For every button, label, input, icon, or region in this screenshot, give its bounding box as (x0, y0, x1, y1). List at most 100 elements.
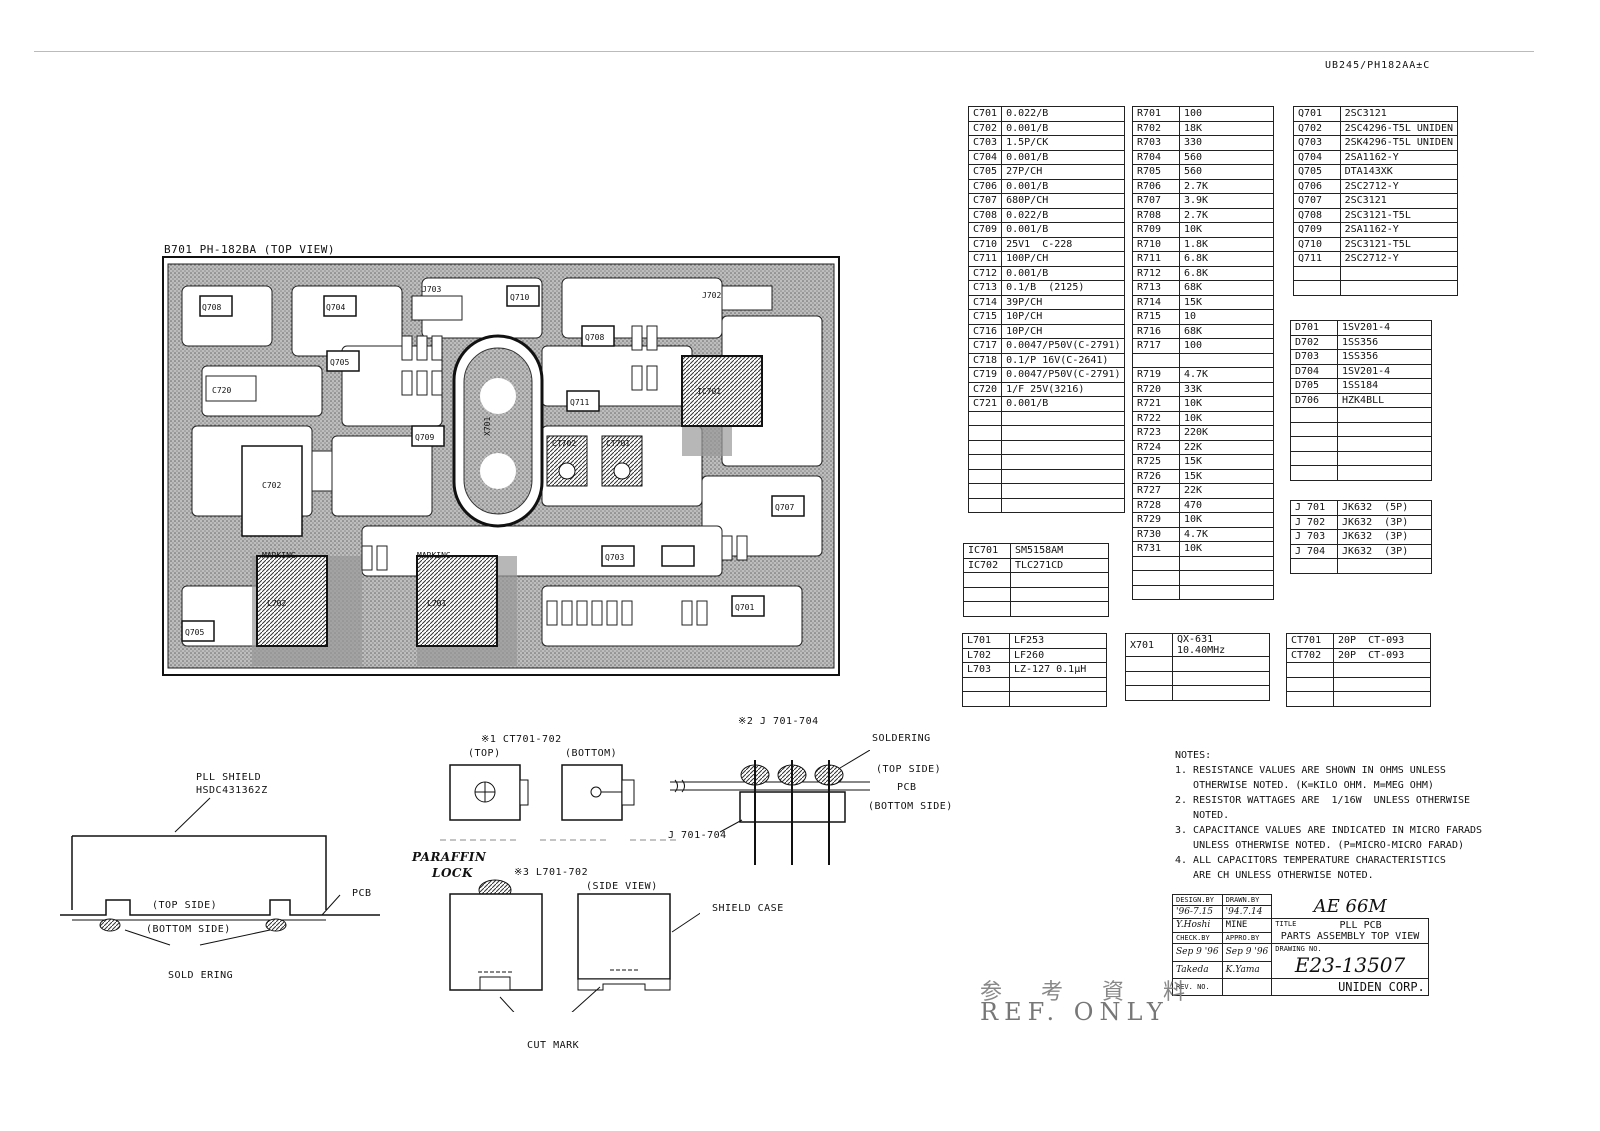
part-ref-cell: R721 (1132, 396, 1180, 412)
part-ref-cell (1132, 584, 1180, 600)
svg-text:CT702: CT702 (552, 439, 576, 448)
part-value-cell (1179, 584, 1274, 600)
part-ref-cell: D705 (1290, 378, 1338, 394)
crystal-row (1125, 685, 1270, 701)
model-name: AE 66M (1313, 895, 1387, 917)
part-ref-cell (962, 691, 1010, 707)
part-value-cell (1172, 670, 1270, 686)
part-value-cell: 10K (1179, 222, 1274, 238)
part-value-cell: 0.1/B (2125) (1001, 280, 1126, 296)
part-value-cell (1339, 265, 1459, 281)
part-value-cell: 2SC2712-Y (1339, 251, 1459, 267)
part-value-cell: 1/F 25V(3216) (1001, 381, 1126, 397)
part-value-cell: 0.001/B (1001, 120, 1126, 136)
part-ref-cell (963, 601, 1011, 617)
part-ref-cell: R720 (1132, 381, 1180, 397)
part-value-cell: 1SS356 (1337, 334, 1432, 350)
part-value-cell: 0.022/B (1001, 106, 1126, 122)
svg-text:Q709: Q709 (415, 433, 434, 442)
jack-detail (670, 750, 870, 865)
note-line: UNLESS OTHERWISE NOTED. (P=MICRO-MICRO F… (1175, 840, 1464, 851)
title-line-1: PLL PCB (1339, 920, 1382, 931)
part-ref-cell: C721 (967, 396, 1003, 412)
part-ref-cell: R712 (1132, 265, 1180, 281)
paraffin-label: PARAFFIN (412, 850, 487, 864)
part-value-cell: 0.001/B (1001, 265, 1126, 281)
lock-label: LOCK (432, 866, 473, 880)
part-ref-cell: R722 (1132, 410, 1180, 426)
svg-text:Q704: Q704 (326, 303, 345, 312)
part-ref-cell (967, 439, 1003, 455)
note-line: 4. ALL CAPACITORS TEMPERATURE CHARACTERI… (1175, 855, 1446, 866)
part-value-cell (1010, 572, 1109, 588)
part-ref-cell: C720 (967, 381, 1003, 397)
part-value-cell: 18K (1179, 120, 1274, 136)
jack-pcb-label: PCB (897, 782, 917, 793)
part-ref-cell: C712 (967, 265, 1003, 281)
trimmer-detail (440, 764, 680, 841)
part-value-cell (1172, 685, 1270, 701)
trimmer-note: ※1 CT701-702 (481, 734, 562, 745)
coil-row (962, 691, 1107, 707)
part-value-cell: SM5158AM (1010, 543, 1109, 559)
transistor-row (1293, 265, 1459, 281)
capacitor-row (967, 439, 1126, 455)
part-ref-cell (1286, 691, 1334, 707)
part-value-cell: 330 (1179, 135, 1274, 151)
side-view-label: (SIDE VIEW) (586, 881, 658, 892)
part-value-cell: 10K (1179, 396, 1274, 412)
soldering-top-label: SOLDERING (872, 733, 931, 744)
part-value-cell: 3.9K (1179, 193, 1274, 209)
part-value-cell (1337, 407, 1432, 423)
part-value-cell: 1SV201-4 (1337, 363, 1432, 379)
reference-only-stamp: REF. ONLY (980, 998, 1169, 1026)
part-value-cell (1337, 421, 1432, 437)
part-value-cell: 100P/CH (1001, 251, 1126, 267)
part-value-cell (1001, 454, 1126, 470)
part-value-cell: 6.8K (1179, 265, 1274, 281)
part-ref-cell: R703 (1132, 135, 1180, 151)
part-ref-cell (1290, 436, 1338, 452)
part-ref-cell (1125, 685, 1173, 701)
title-label: TITLE (1275, 920, 1297, 928)
part-ref-cell: D704 (1290, 363, 1338, 379)
part-value-cell: 68K (1179, 280, 1274, 296)
part-ref-cell: R707 (1132, 193, 1180, 209)
note-line: NOTED. (1175, 810, 1230, 821)
part-ref-cell: Q709 (1293, 222, 1341, 238)
part-value-cell (1009, 676, 1107, 692)
coil-note: ※3 L701-702 (514, 867, 589, 878)
note-line: ARE CH UNLESS OTHERWISE NOTED. (1175, 870, 1374, 881)
company-name: UNIDEN CORP. (1271, 978, 1429, 996)
diode-row (1290, 407, 1432, 423)
part-ref-cell (1290, 421, 1338, 437)
svg-text:Q710: Q710 (510, 293, 529, 302)
part-ref-cell: J 701 (1290, 500, 1338, 516)
part-value-cell: JK632 (3P) (1337, 529, 1432, 545)
part-value-cell: 2SC4296-T5L UNIDEN (1339, 120, 1459, 136)
